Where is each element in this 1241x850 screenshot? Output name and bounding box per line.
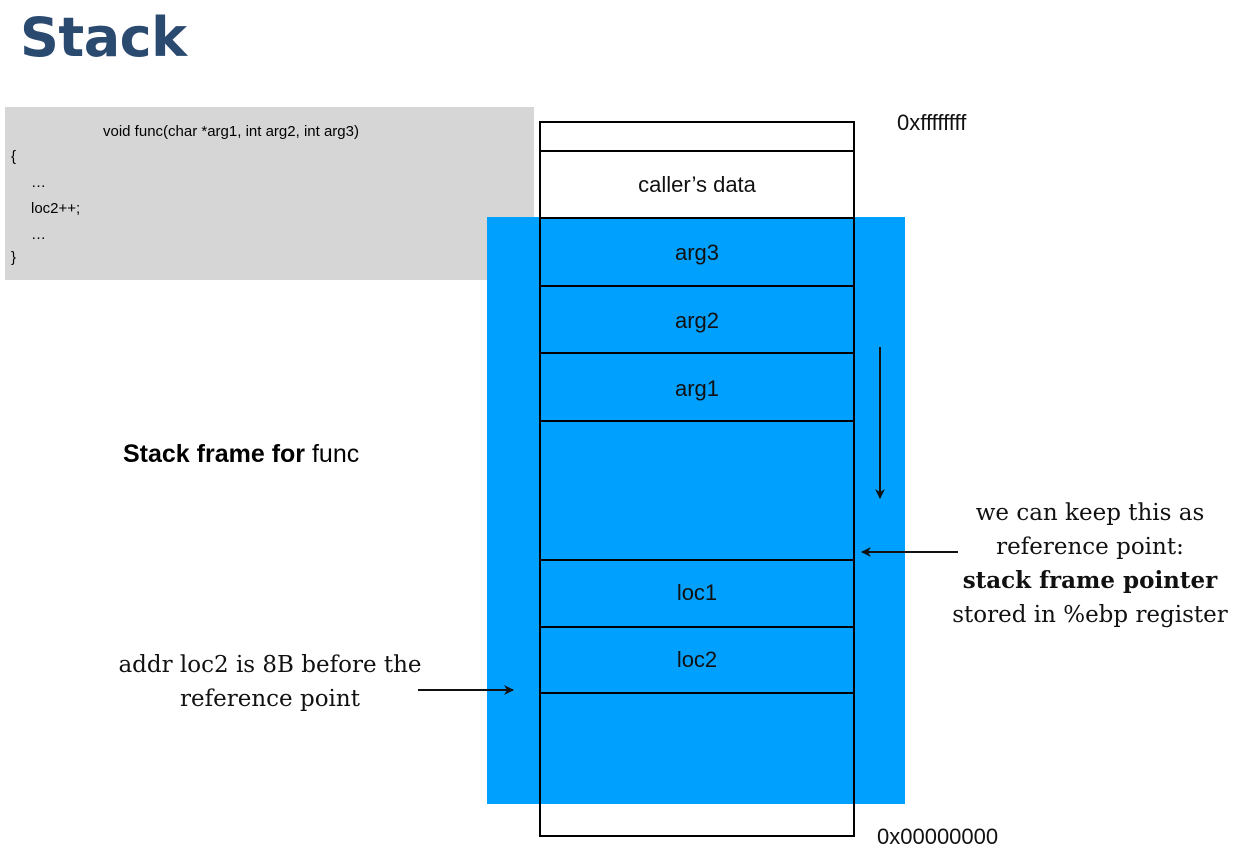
code-open-brace: { xyxy=(11,148,17,165)
cell-divider xyxy=(539,420,855,422)
cell-divider xyxy=(539,150,855,152)
cell-arg2: arg2 xyxy=(674,308,720,333)
cell-divider xyxy=(539,692,855,694)
page-title: Stack xyxy=(20,6,187,69)
cell-loc2: loc2 xyxy=(676,647,718,672)
cell-arg3: arg3 xyxy=(674,240,720,265)
stack-frame-label: Stack frame for func xyxy=(123,440,359,469)
code-signature: void func(char *arg1, int arg2, int arg3… xyxy=(103,123,359,140)
top-address: 0xffffffff xyxy=(897,110,967,135)
stack-frame-label-bold: Stack frame for xyxy=(123,440,306,468)
stack-column xyxy=(539,121,855,837)
cell-loc1: loc1 xyxy=(676,580,718,605)
bottom-address: 0x00000000 xyxy=(877,824,999,849)
note-line: stored in %ebp register xyxy=(952,602,1228,628)
code-close-brace: } xyxy=(11,249,17,266)
note-line: reference point xyxy=(180,686,360,712)
code-snippet xyxy=(5,107,534,280)
note-line-bold: stack frame pointer xyxy=(962,567,1218,594)
cell-arg1: arg1 xyxy=(674,376,720,401)
cell-divider xyxy=(539,626,855,628)
cell-divider xyxy=(539,285,855,287)
stack-frame-function-name: func xyxy=(311,440,360,468)
note-line: addr loc2 is 8B before the xyxy=(118,652,422,678)
reference-point-note: we can keep this as reference point: sta… xyxy=(930,496,1241,632)
loc2-address-note: addr loc2 is 8B before the reference poi… xyxy=(100,648,440,716)
code-ellipsis-2: … xyxy=(31,226,46,243)
cell-divider xyxy=(539,217,855,219)
code-ellipsis-1: … xyxy=(31,174,46,191)
code-statement: loc2++; xyxy=(31,200,81,217)
note-line: reference point: xyxy=(996,534,1184,560)
note-line: we can keep this as xyxy=(975,500,1205,526)
cell-callers-data: caller’s data xyxy=(638,172,756,197)
cell-divider xyxy=(539,352,855,354)
stack-frame-highlight xyxy=(487,217,905,804)
cell-divider xyxy=(539,559,855,561)
